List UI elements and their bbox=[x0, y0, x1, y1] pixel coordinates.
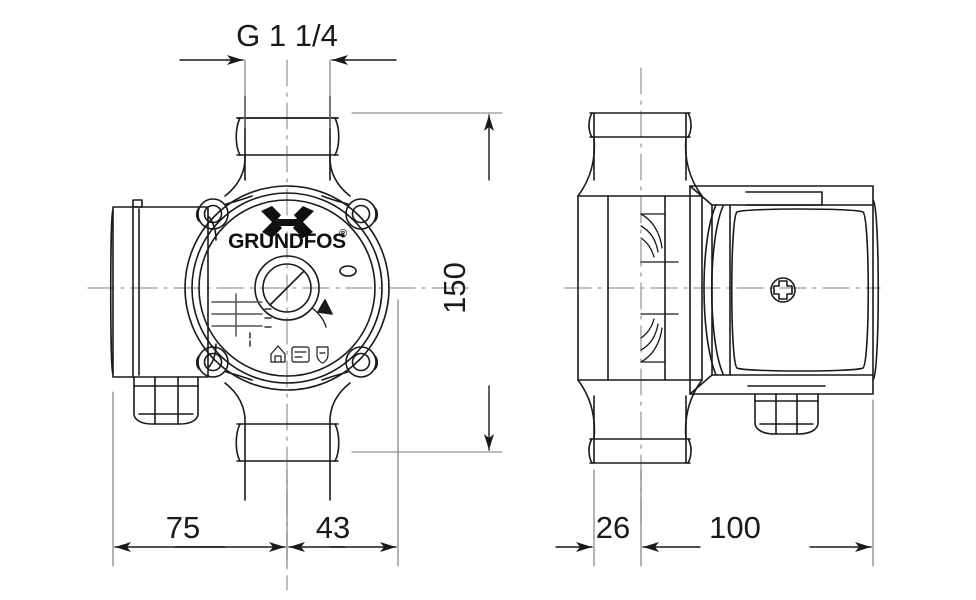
grundfos-wordmark: GRUNDFOS bbox=[228, 230, 346, 253]
side-housing-section bbox=[577, 195, 703, 381]
bottom-pipe-connection bbox=[224, 382, 351, 501]
certification-icons bbox=[270, 345, 329, 364]
label-side-dim-left: 26 bbox=[596, 510, 630, 545]
speed-selector-marks bbox=[211, 293, 272, 347]
label-front-dim-right: 43 bbox=[316, 510, 350, 545]
mounting-boss-top-right bbox=[321, 195, 379, 230]
terminal-box bbox=[109, 199, 217, 378]
front-view-centerlines bbox=[87, 59, 471, 591]
dimension-side-widths bbox=[555, 399, 874, 567]
mounting-boss-top-left bbox=[195, 195, 253, 230]
pump-housing-outline bbox=[184, 185, 390, 391]
dimension-front-widths bbox=[112, 299, 399, 567]
label-thread-size: G 1 1/4 bbox=[236, 18, 338, 53]
dimension-height-150 bbox=[351, 112, 503, 453]
label-icon bbox=[291, 346, 310, 363]
front-view bbox=[109, 95, 390, 501]
side-view-centerlines bbox=[564, 67, 881, 531]
side-view bbox=[564, 67, 881, 531]
shield-icon bbox=[316, 346, 329, 364]
mounting-boss-bottom-right bbox=[321, 346, 379, 381]
phillips-screw bbox=[770, 277, 796, 303]
mounting-bosses bbox=[195, 195, 379, 381]
motor-terminal-box bbox=[689, 185, 880, 395]
indicator-led bbox=[339, 265, 357, 277]
grundfos-logo-mark bbox=[261, 206, 314, 238]
dimension-thread-size bbox=[179, 55, 397, 129]
impeller-vanes bbox=[640, 213, 679, 363]
house-icon bbox=[270, 345, 286, 363]
cable-gland-front bbox=[133, 376, 199, 425]
mounting-boss-bottom-left bbox=[195, 346, 253, 381]
label-height-150: 150 bbox=[437, 262, 472, 314]
label-side-dim-right: 100 bbox=[709, 510, 761, 545]
label-front-dim-left: 75 bbox=[166, 510, 200, 545]
knob-pointer-arrow bbox=[311, 299, 333, 328]
side-pipe-body bbox=[577, 112, 703, 464]
control-knob[interactable] bbox=[254, 255, 320, 321]
cable-gland-side bbox=[747, 385, 826, 435]
registered-mark: ® bbox=[339, 228, 347, 240]
